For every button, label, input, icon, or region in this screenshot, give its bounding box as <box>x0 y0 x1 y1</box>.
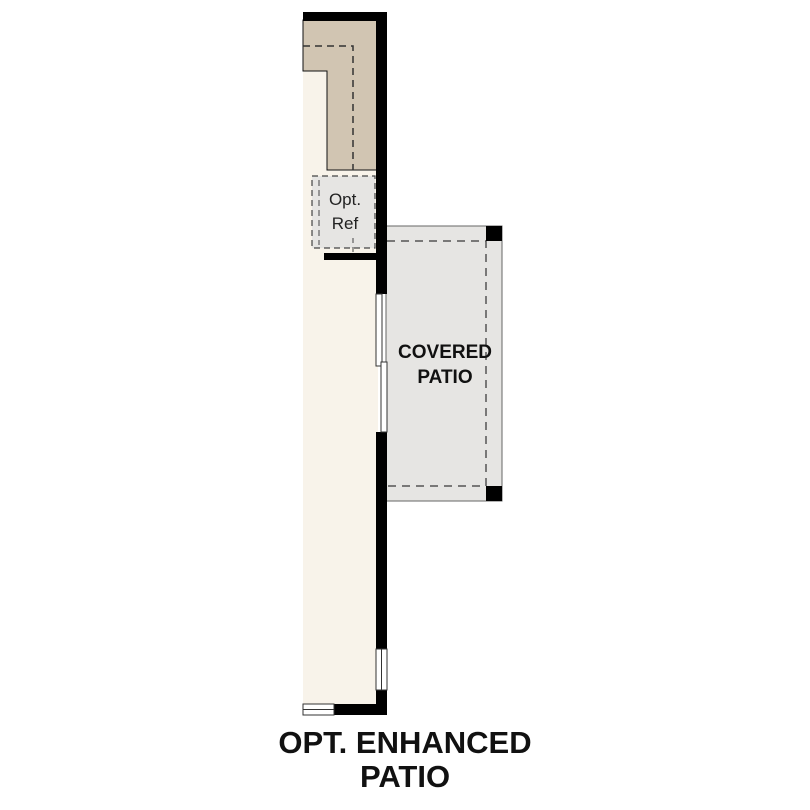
wall-bottom <box>334 704 387 715</box>
window-right <box>375 648 388 691</box>
opt-ref-label-line-2: Ref <box>332 214 359 233</box>
opt-ref-label-line-1: Opt. <box>329 190 361 209</box>
counter-dashed-line <box>303 45 354 170</box>
wall-right-upper <box>376 12 387 294</box>
caption-line-2: PATIO <box>359 759 451 794</box>
opt-ref-area <box>312 176 375 248</box>
covered-patio-label-line-1: COVERED <box>398 342 492 363</box>
sliding-door <box>375 293 388 433</box>
covered-patio-label-line-2: PATIO <box>417 367 472 388</box>
patio-post-top <box>486 226 502 241</box>
patio-post-bottom <box>486 486 502 501</box>
wall-right-bottom <box>376 690 387 715</box>
wall-right-lower <box>376 432 387 649</box>
opt-ref-dashed-outline <box>311 175 376 249</box>
caption-line-1: OPT. ENHANCED <box>278 725 532 760</box>
wall-stub-ref <box>324 253 380 260</box>
plan-caption: OPT. ENHANCED PATIO <box>0 726 810 794</box>
covered-patio-area <box>385 225 503 502</box>
wall-top <box>303 12 387 21</box>
window-bottom <box>302 703 335 716</box>
patio-dashed-outline <box>387 240 487 487</box>
